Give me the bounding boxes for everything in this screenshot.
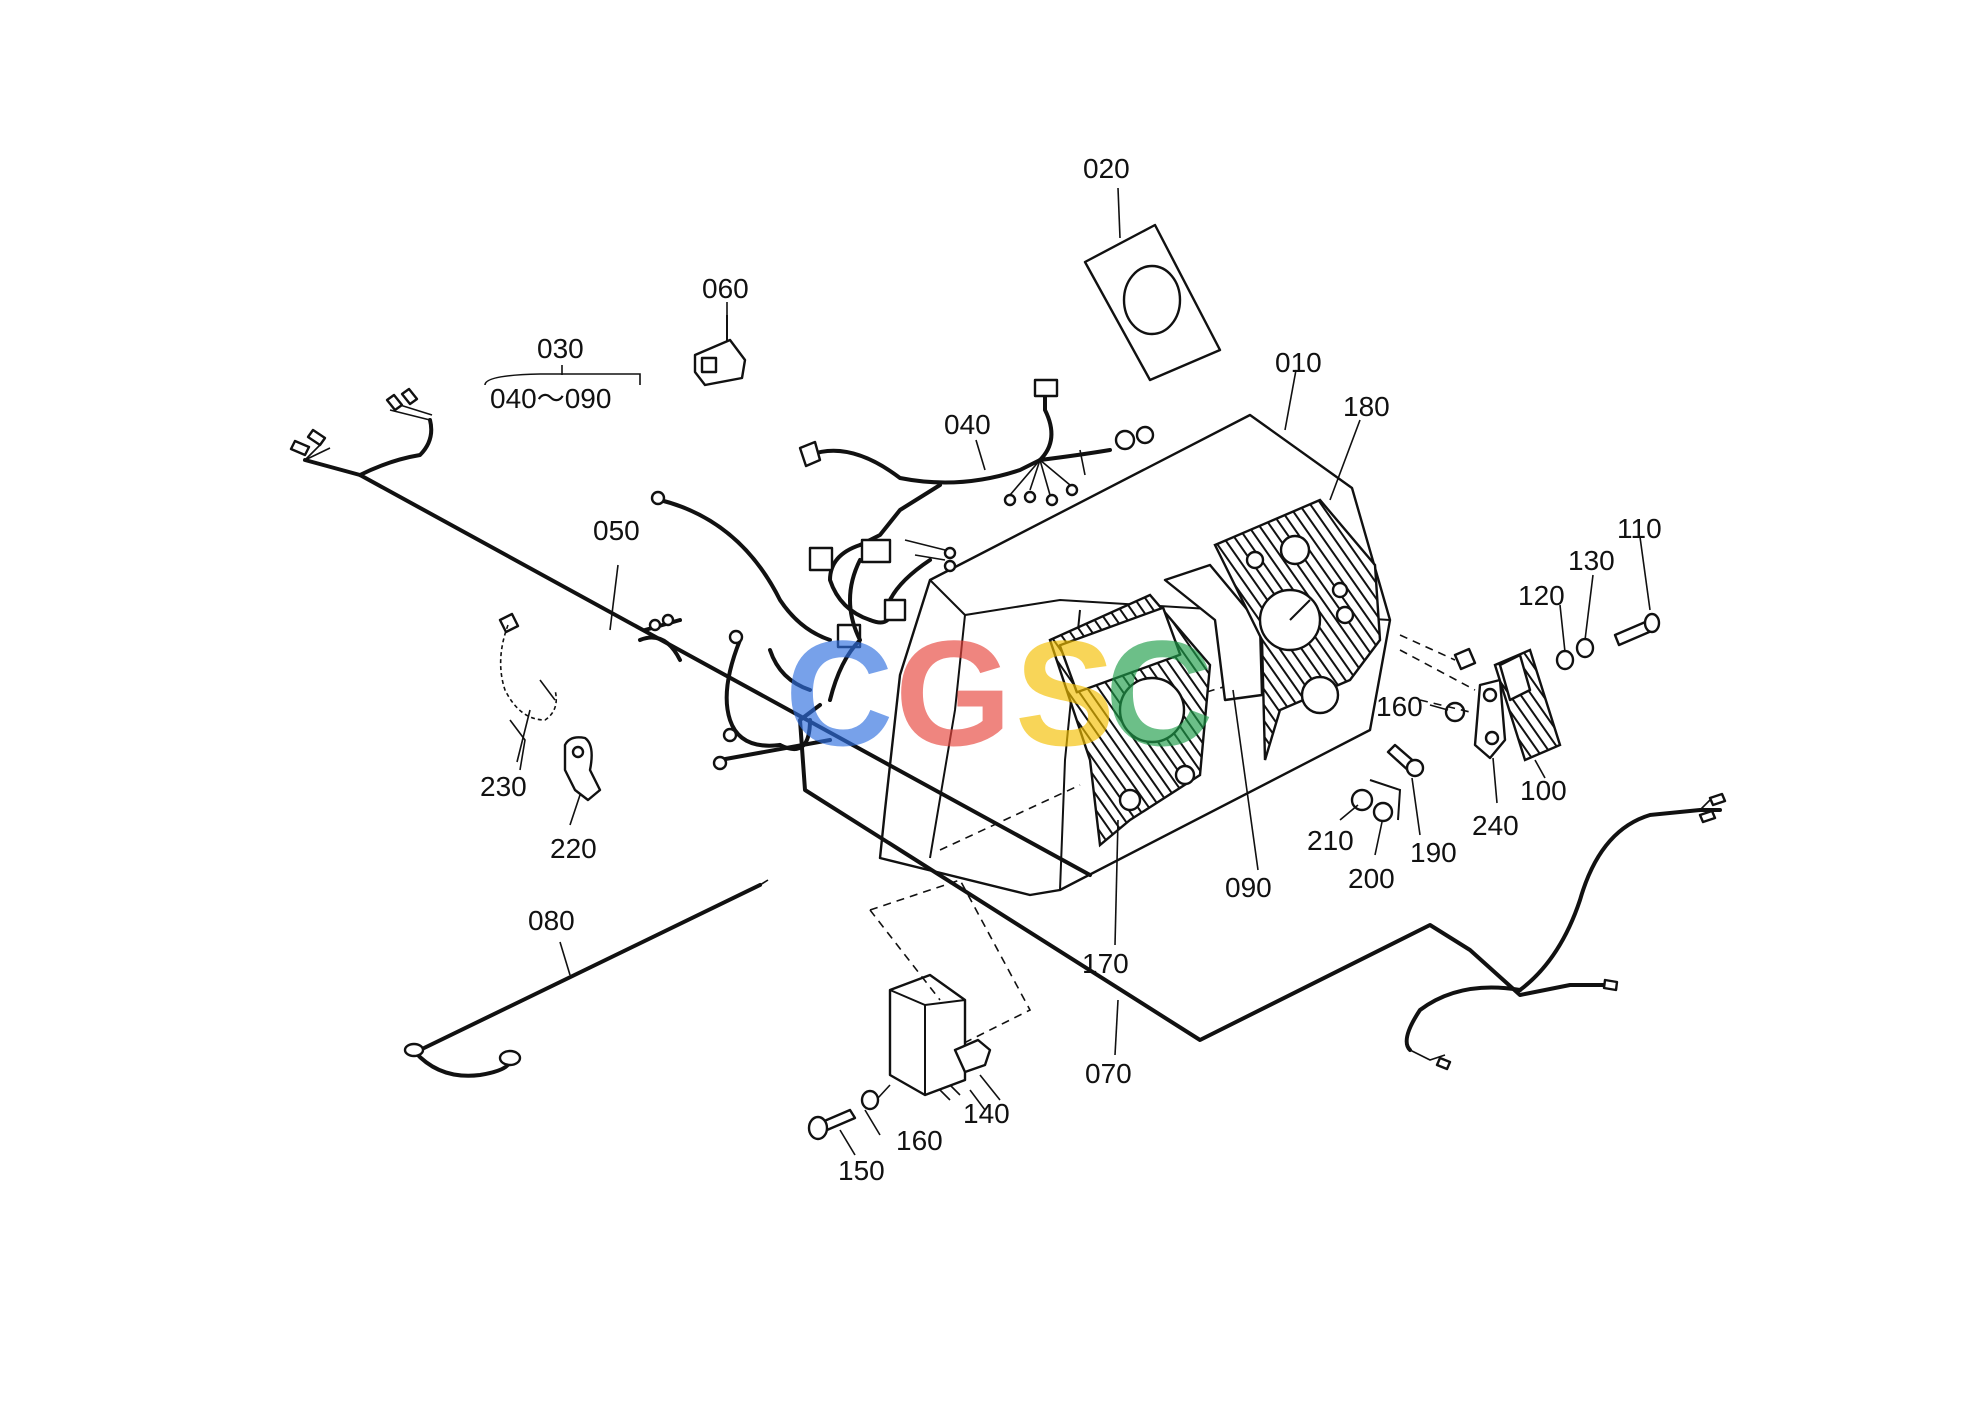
chain-230: [498, 612, 558, 771]
label-190: 190: [1410, 837, 1457, 868]
label-130: 130: [1568, 545, 1615, 576]
gauge-panel-right: [1213, 498, 1382, 761]
connector-060: [693, 315, 747, 387]
leader-lines: [484, 187, 1651, 1156]
washer-160-lower: [860, 1084, 891, 1111]
label-110: 110: [1617, 513, 1662, 544]
label-160-lower: 160: [896, 1125, 943, 1156]
label-040: 040: [944, 409, 991, 440]
washer-130: [1575, 637, 1595, 659]
warning-lamp-panel: [1163, 563, 1264, 702]
label-040-090: 040～090: [490, 383, 611, 414]
harness-070: [798, 703, 1727, 1071]
label-120: 120: [1518, 580, 1565, 611]
relay-box-140: [869, 879, 1032, 1101]
bracket-240: [1399, 634, 1507, 760]
washer-160-right: [1419, 699, 1471, 723]
label-060: 060: [702, 273, 749, 304]
watermark-letter-s: S: [1015, 609, 1115, 777]
harness-040: [798, 378, 1155, 702]
watermark-letter-c: C: [785, 609, 893, 777]
gauge-panel-left: [1048, 593, 1212, 848]
label-100: 100: [1520, 775, 1567, 806]
watermark-letter-c2: C: [1105, 609, 1213, 777]
label-180: 180: [1343, 391, 1390, 422]
cable-080: [403, 879, 769, 1078]
label-230: 230: [480, 771, 527, 802]
label-070: 070: [1085, 1058, 1132, 1089]
washer-120: [1555, 649, 1575, 671]
cover-plate-020: [1083, 223, 1222, 382]
bolt-190: [1386, 743, 1425, 778]
watermark-letter-g: G: [895, 609, 1012, 777]
label-210: 210: [1307, 825, 1354, 856]
label-160-right: 160: [1376, 691, 1423, 722]
label-080: 080: [528, 905, 575, 936]
label-150: 150: [838, 1155, 885, 1186]
part-labels: 020 060 030 040～090 010 180 040 050 110 …: [480, 153, 1662, 1186]
label-170: 170: [1082, 948, 1129, 979]
regulator-100: [1493, 648, 1562, 762]
washer-200: [1369, 779, 1402, 823]
label-050: 050: [593, 515, 640, 546]
watermark-logo: C G S C: [785, 609, 1213, 777]
label-030: 030: [537, 333, 584, 364]
label-090: 090: [1225, 872, 1272, 903]
label-010: 010: [1275, 347, 1322, 378]
label-220: 220: [550, 833, 597, 864]
clip-220: [563, 736, 602, 802]
label-200: 200: [1348, 863, 1395, 894]
bolt-150: [807, 1108, 857, 1141]
label-240: 240: [1472, 810, 1519, 841]
label-020: 020: [1083, 153, 1130, 184]
label-140: 140: [963, 1098, 1010, 1129]
bolt-110: [1613, 612, 1661, 647]
